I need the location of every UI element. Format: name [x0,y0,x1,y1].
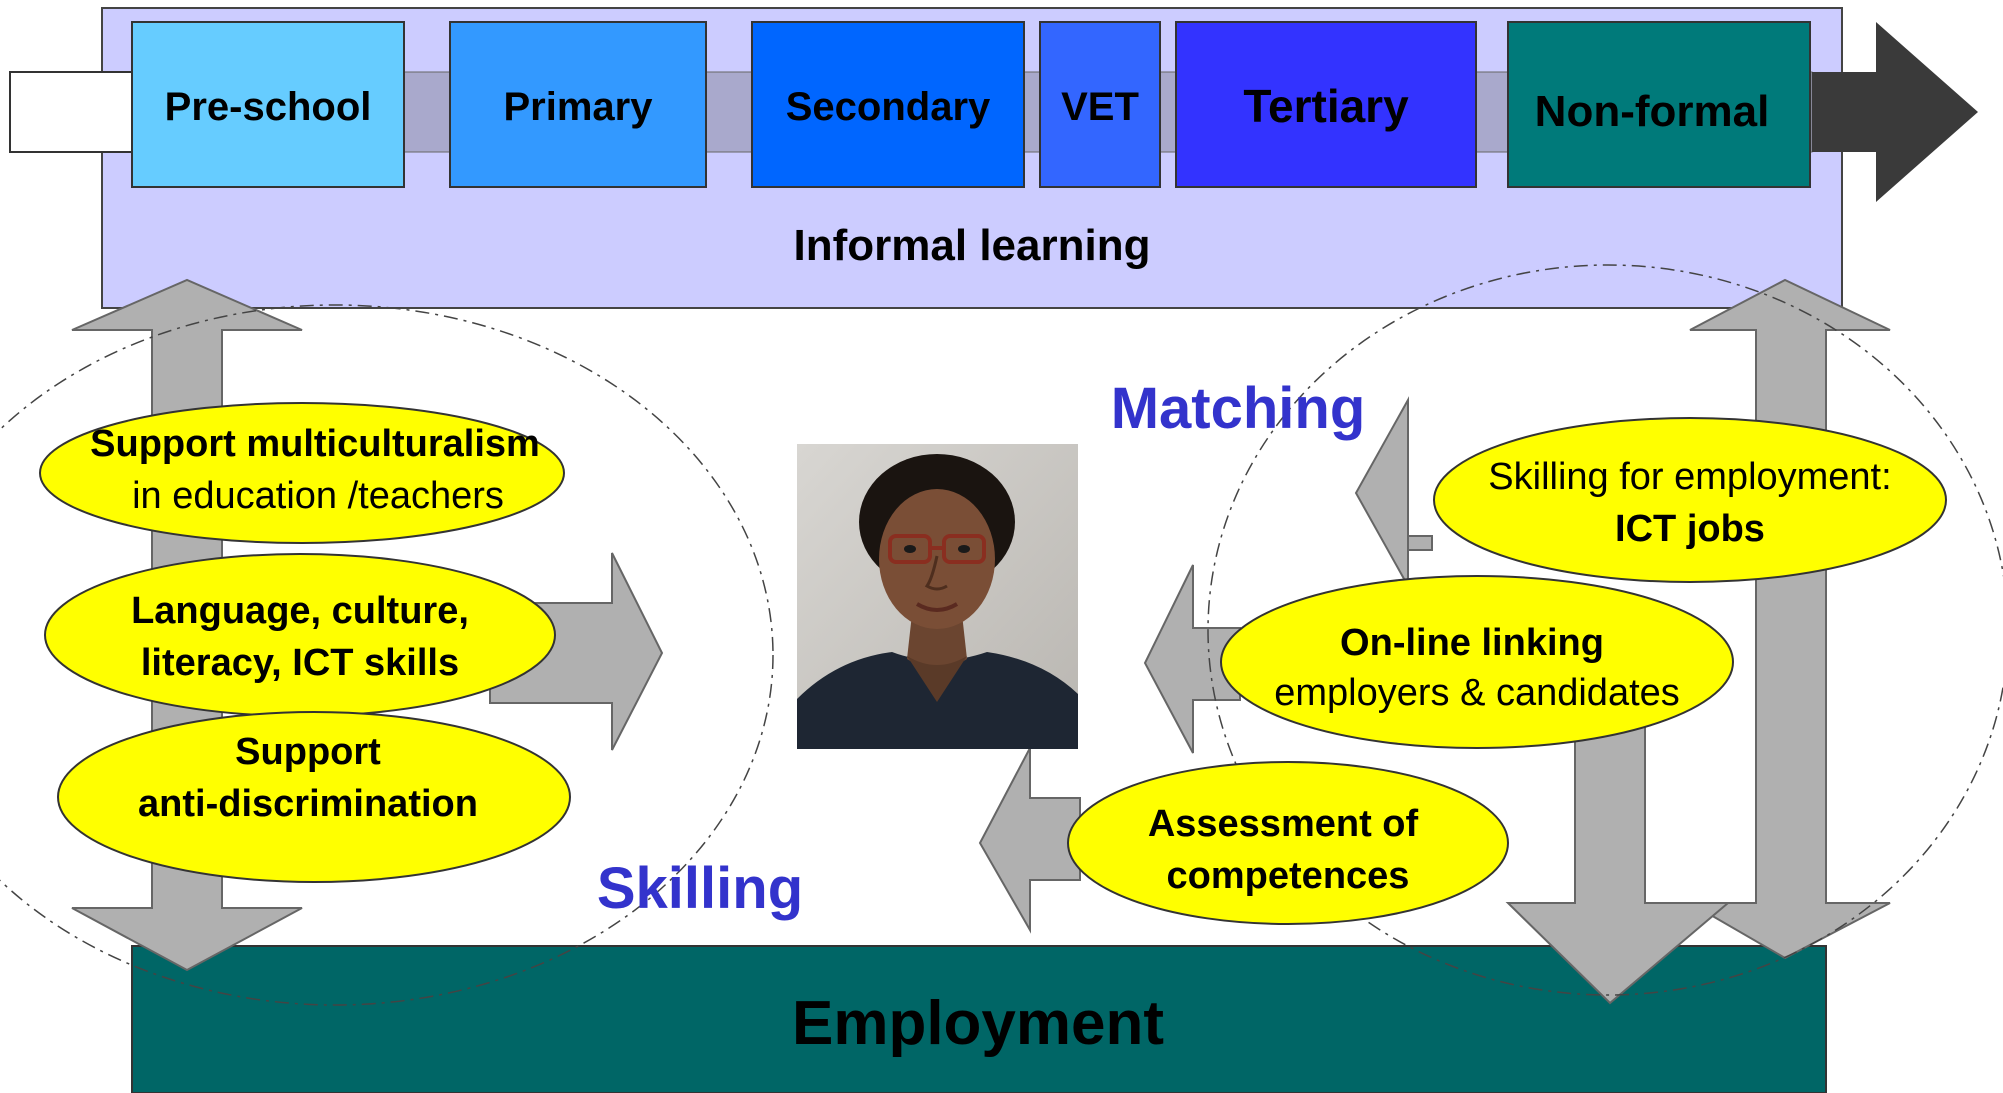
person-photo [797,444,1078,749]
matching-cluster-circle [1207,264,2003,996]
stage-vet: VET [1039,21,1161,188]
svg-text:Pre-school: Pre-school [165,85,372,129]
svg-text:Primary: Primary [504,85,654,129]
stage-preschool: Pre-school [131,21,405,188]
stage-secondary: Secondary [751,21,1025,188]
svg-text:Non-formal: Non-formal [1535,87,1770,136]
svg-text:Support: Support [235,731,381,773]
svg-text:Support multiculturalism: Support multiculturalism [90,423,540,465]
oval-anti-discrimination: Support anti-discrimination [57,711,571,883]
employment-label: Employment [792,989,1164,1058]
oval-skilling-for-employment: Skilling for employment: ICT jobs [1433,417,1947,583]
svg-text:anti-discrimination: anti-discrimination [138,783,478,825]
oval-support-multiculturalism: Support multiculturalism in education /t… [39,402,565,544]
skilling-right-arrow [489,552,664,751]
linking-down-arrow [1505,722,1731,1005]
skilling-cluster-circle [0,304,774,1006]
oval-assessment-competences: Assessment of competences [1067,761,1509,925]
svg-text:Language, culture,: Language, culture, [131,590,469,632]
matching-label: Matching [1111,376,1366,441]
assessment-left-arrow [978,747,1081,934]
svg-text:Skilling for employment:: Skilling for employment: [1488,456,1891,498]
matching-left-arrow-top [1354,396,1433,590]
employment-bar [131,945,1827,1093]
svg-text:VET: VET [1061,85,1139,129]
stage-tertiary: Tertiary [1175,21,1477,188]
svg-text:ICT jobs: ICT jobs [1615,508,1765,550]
svg-text:Tertiary: Tertiary [1243,80,1409,132]
svg-text:On-line linking: On-line linking [1340,622,1604,664]
stage-nonformal: Non-formal [1507,21,1811,188]
matching-left-arrow-mid [1143,564,1241,754]
svg-text:employers & candidates: employers & candidates [1274,672,1680,714]
svg-text:Assessment of: Assessment of [1148,803,1419,845]
svg-text:Secondary: Secondary [786,85,991,129]
oval-language-culture: Language, culture, literacy, ICT skills [44,553,556,717]
skilling-label: Skilling [597,856,803,921]
informal-learning-label: Informal learning [794,221,1151,270]
oval-online-linking: On-line linking employers & candidates [1220,575,1734,749]
stage-primary: Primary [449,21,707,188]
svg-text:competences: competences [1167,855,1410,897]
right-vertical-arrow [1686,278,1891,960]
svg-text:literacy, ICT skills: literacy, ICT skills [141,642,459,684]
svg-text:in education /teachers: in education /teachers [132,475,504,517]
